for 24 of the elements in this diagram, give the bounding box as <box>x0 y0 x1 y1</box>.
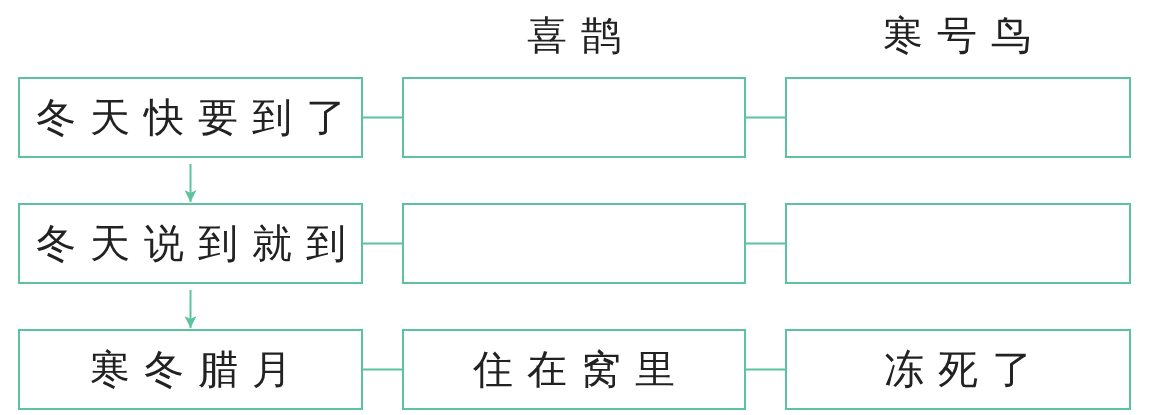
box-text: 冻死了 <box>883 347 1046 392</box>
text-box <box>785 329 1131 410</box>
box-text: 寒冬腊月 <box>88 347 306 392</box>
box-text: 冬天说到就到 <box>34 221 360 266</box>
arrow <box>184 163 197 203</box>
answer-box <box>785 203 1131 284</box>
connector-line <box>745 242 786 245</box>
connector-line <box>362 368 403 371</box>
process-box <box>18 77 363 158</box>
box-text: 住在窝里 <box>472 347 689 392</box>
connector-line <box>745 116 786 119</box>
answer-box <box>785 77 1131 158</box>
answer-box <box>402 203 746 284</box>
connector-line <box>745 368 786 371</box>
box-text: 冬天快要到了 <box>34 95 360 140</box>
column-header: 喜鹊 <box>526 14 635 58</box>
arrow <box>184 289 197 329</box>
process-box <box>18 329 363 410</box>
connector-line <box>362 242 403 245</box>
text-box <box>402 329 746 410</box>
connector-line <box>362 116 403 119</box>
column-header: 寒号鸟 <box>882 14 1045 58</box>
answer-box <box>402 77 746 158</box>
process-box <box>18 203 363 284</box>
